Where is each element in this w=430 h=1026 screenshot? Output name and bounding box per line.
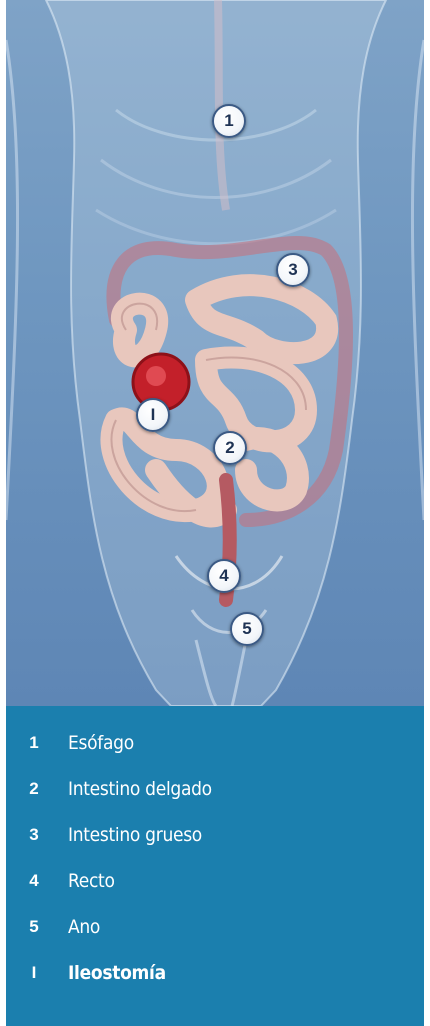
legend-number: 3 [24, 825, 44, 845]
torso-illustration: 1 3 I 2 4 5 [6, 0, 424, 706]
left-arm [6, 40, 18, 520]
marker-intestino-grueso: 3 [276, 253, 310, 287]
legend-number: 2 [24, 779, 44, 799]
legend-panel: 1 Esófago 2 Intestino delgado 3 Intestin… [6, 706, 424, 1026]
legend-item-ano: 5 Ano [6, 907, 424, 947]
legend-label: Recto [68, 870, 115, 892]
right-arm [412, 40, 424, 520]
marker-ileostomia: I [136, 398, 170, 432]
legend-item-recto: 4 Recto [6, 861, 424, 901]
legend-item-intestino-grueso: 3 Intestino grueso [6, 815, 424, 855]
legend-item-ileostomia: I Ileostomía [6, 953, 424, 993]
legend-number: 1 [24, 733, 44, 753]
legend-label: Intestino grueso [68, 824, 202, 846]
marker-recto: 4 [207, 559, 241, 593]
marker-esofago: 1 [212, 104, 246, 138]
marker-ano: 5 [230, 612, 264, 646]
legend-label: Ileostomía [68, 962, 166, 984]
legend-label: Esófago [68, 732, 134, 754]
legend-item-intestino-delgado: 2 Intestino delgado [6, 769, 424, 809]
legend-item-esofago: 1 Esófago [6, 723, 424, 763]
legend-number: I [24, 963, 44, 983]
legend-number: 5 [24, 917, 44, 937]
legend-label: Ano [68, 916, 100, 938]
legend-number: 4 [24, 871, 44, 891]
marker-intestino-delgado: 2 [213, 431, 247, 465]
torso-drawing [6, 0, 424, 706]
legend-label: Intestino delgado [68, 778, 212, 800]
anatomy-figure: 1 3 I 2 4 5 1 Esófago 2 Intestino delgad… [6, 0, 424, 1026]
